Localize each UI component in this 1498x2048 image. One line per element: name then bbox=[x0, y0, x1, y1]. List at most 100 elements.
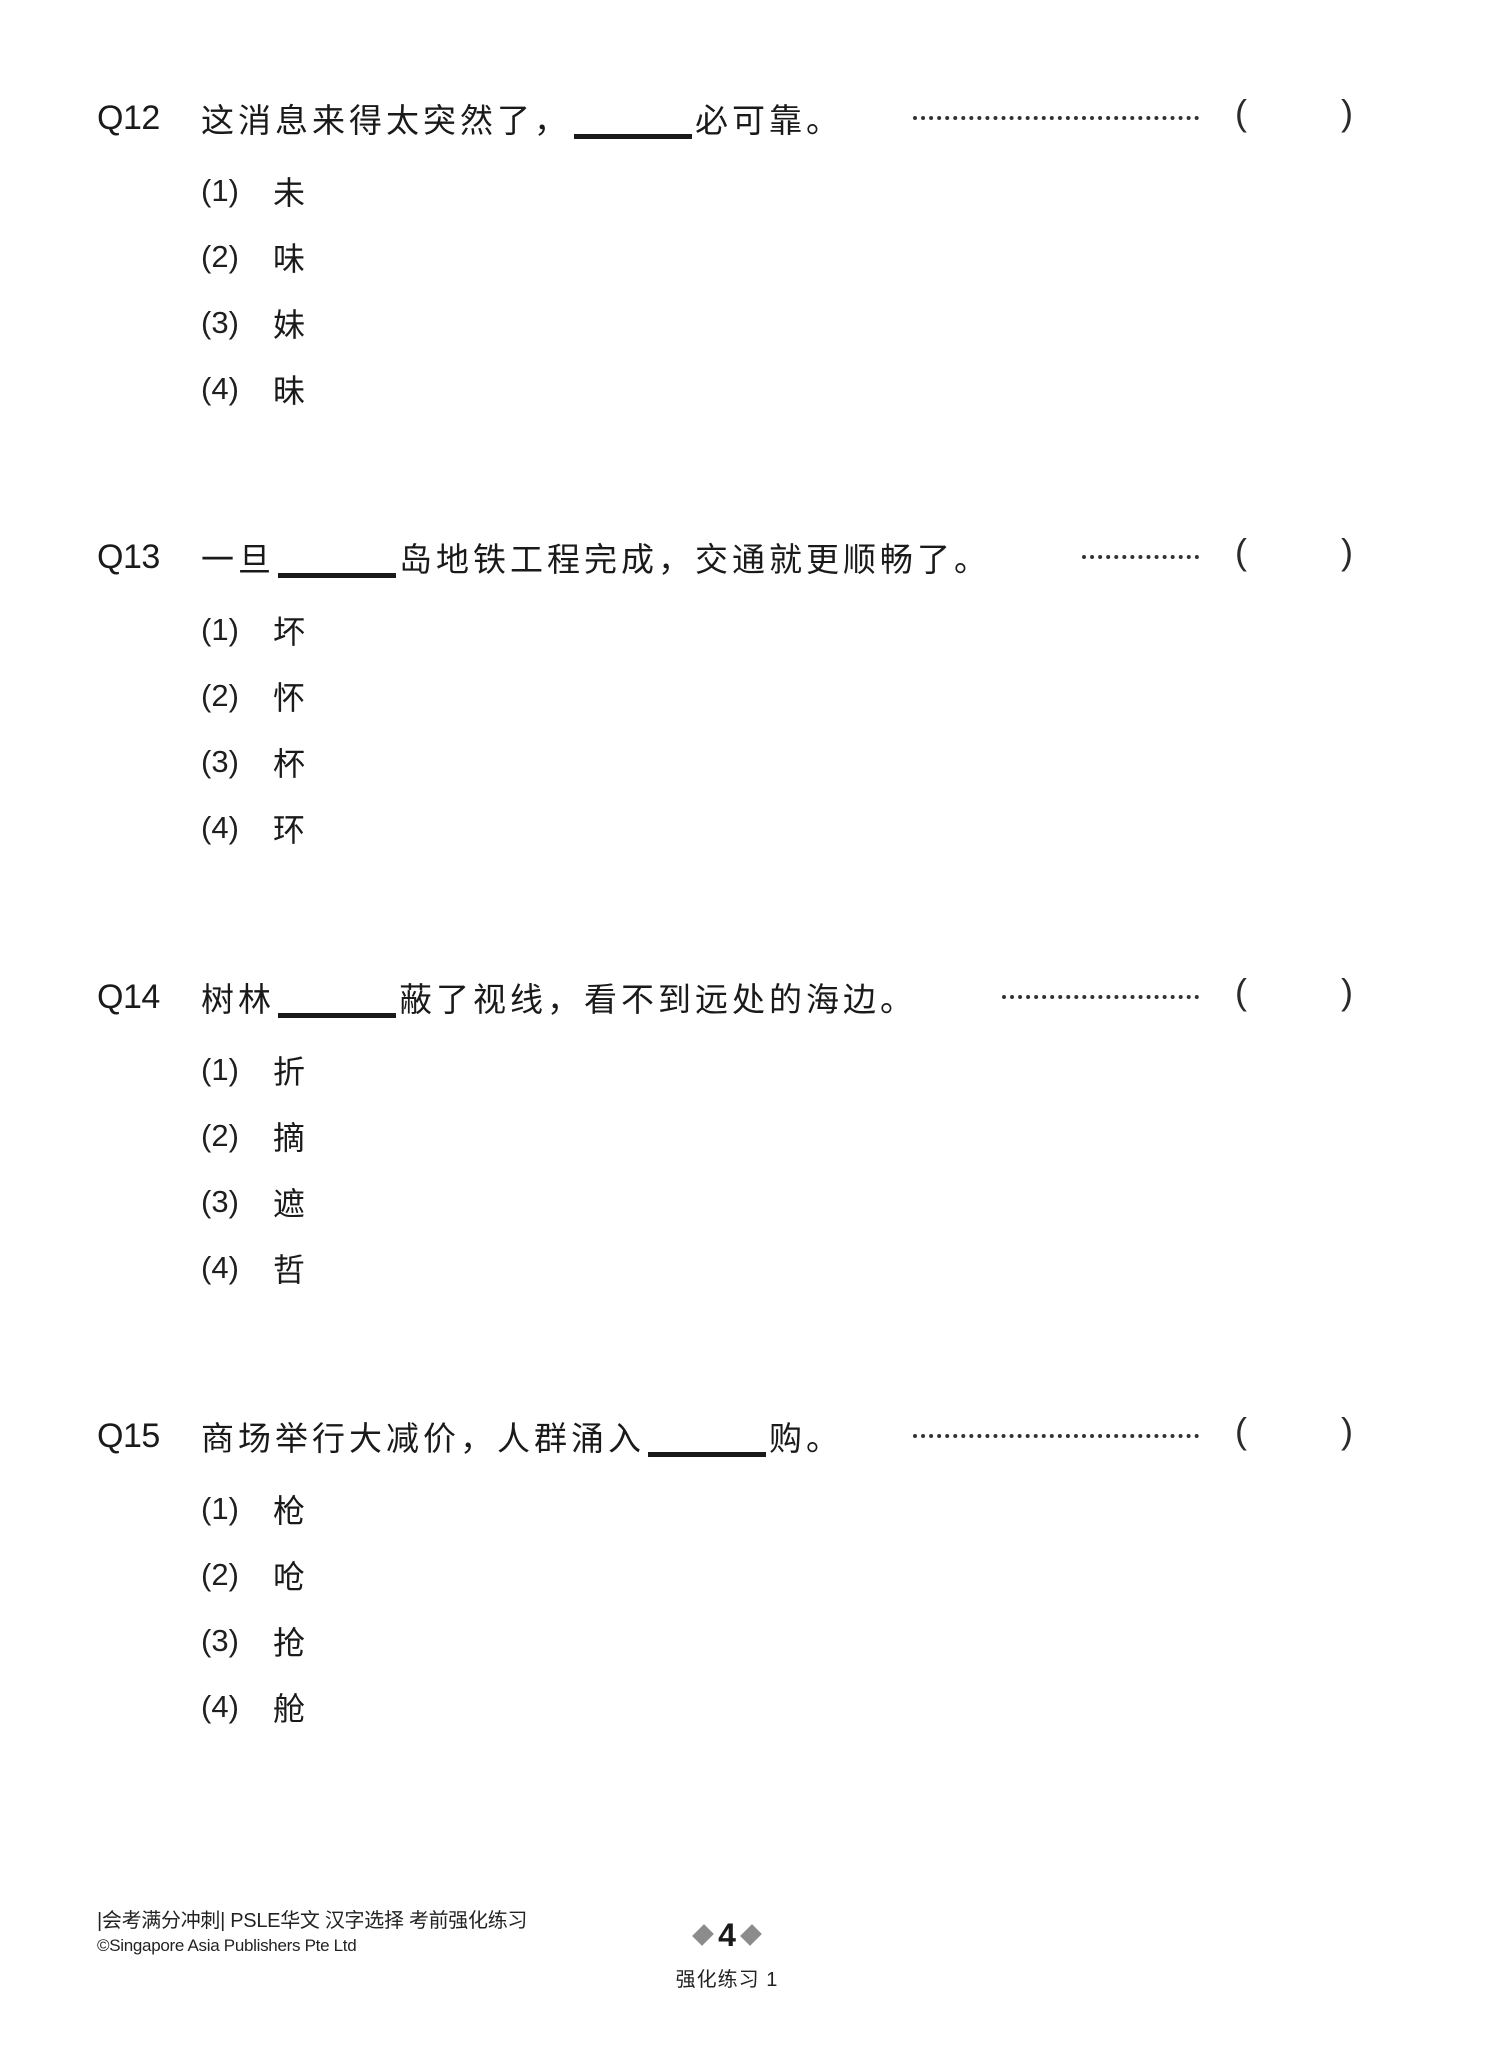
stem-text: 这消息来得太突然了， 必可靠。 bbox=[201, 94, 843, 142]
option-2[interactable]: (2) 味 bbox=[201, 224, 1367, 290]
option-number: (3) bbox=[201, 1623, 239, 1658]
stem-before-blank: 树林 bbox=[201, 980, 275, 1019]
diamond-icon bbox=[692, 1924, 714, 1946]
question-q12: Q12 这消息来得太突然了， 必可靠。 ( ) (1) 未 (2) 味 (3) … bbox=[97, 88, 1367, 422]
option-number: (2) bbox=[201, 239, 239, 274]
stem-after-blank: 购。 bbox=[769, 1419, 843, 1458]
option-character: 枪 bbox=[273, 1492, 306, 1530]
option-4[interactable]: (4) 哲 bbox=[201, 1235, 1367, 1301]
option-number: (1) bbox=[201, 173, 239, 208]
answer-box[interactable]: ( ) bbox=[1235, 1410, 1353, 1452]
option-2[interactable]: (2) 怀 bbox=[201, 663, 1367, 729]
question-q14: Q14 树林 蔽了视线，看不到远处的海边。 ( ) (1) 折 (2) 摘 (3… bbox=[97, 967, 1367, 1301]
question-number: Q14 bbox=[97, 977, 160, 1016]
option-character: 环 bbox=[273, 811, 306, 849]
option-3[interactable]: (3) 遮 bbox=[201, 1169, 1367, 1235]
option-4[interactable]: (4) 环 bbox=[201, 795, 1367, 861]
answer-paren-close: ) bbox=[1341, 531, 1353, 572]
fill-in-blank[interactable] bbox=[278, 977, 396, 1018]
options-list: (1) 未 (2) 味 (3) 妹 (4) 昧 bbox=[201, 158, 1367, 422]
series-title: |会考满分冲刺| PSLE华文 汉字选择 考前强化练习 bbox=[97, 1910, 528, 1932]
stem-before-blank: 商场举行大减价，人群涌入 bbox=[201, 1419, 645, 1458]
option-1[interactable]: (1) 枪 bbox=[201, 1476, 1367, 1542]
option-character: 坏 bbox=[273, 613, 306, 651]
option-1[interactable]: (1) 未 bbox=[201, 158, 1367, 224]
option-2[interactable]: (2) 呛 bbox=[201, 1542, 1367, 1608]
dotted-leader bbox=[913, 1434, 1199, 1438]
answer-paren-close: ) bbox=[1341, 1410, 1353, 1451]
option-number: (3) bbox=[201, 305, 239, 340]
answer-paren-open: ( bbox=[1235, 531, 1247, 572]
exercise-label: 强化练习 1 bbox=[675, 1969, 779, 1991]
question-number: Q12 bbox=[97, 98, 160, 137]
stem-text: 树林 蔽了视线，看不到远处的海边。 bbox=[201, 973, 917, 1021]
answer-paren-open: ( bbox=[1235, 1410, 1247, 1451]
option-4[interactable]: (4) 昧 bbox=[201, 356, 1367, 422]
dotted-leader bbox=[913, 116, 1199, 120]
fill-in-blank[interactable] bbox=[574, 98, 692, 139]
option-character: 摘 bbox=[273, 1119, 306, 1157]
option-number: (2) bbox=[201, 1118, 239, 1153]
dotted-leader bbox=[1082, 555, 1199, 559]
option-1[interactable]: (1) 坏 bbox=[201, 597, 1367, 663]
answer-paren-close: ) bbox=[1341, 92, 1353, 133]
fill-in-blank[interactable] bbox=[648, 1416, 766, 1457]
page-number: 4 bbox=[718, 1916, 736, 1953]
option-3[interactable]: (3) 杯 bbox=[201, 729, 1367, 795]
question-stem: Q15 商场举行大减价，人群涌入 购。 ( ) bbox=[97, 1406, 1367, 1466]
question-q13: Q13 一旦 岛地铁工程完成，交通就更顺畅了。 ( ) (1) 坏 (2) 怀 … bbox=[97, 527, 1367, 861]
option-number: (4) bbox=[201, 1689, 239, 1724]
options-list: (1) 折 (2) 摘 (3) 遮 (4) 哲 bbox=[201, 1037, 1367, 1301]
fill-in-blank[interactable] bbox=[278, 537, 396, 578]
option-number: (3) bbox=[201, 744, 239, 779]
question-stem: Q12 这消息来得太突然了， 必可靠。 ( ) bbox=[97, 88, 1367, 148]
option-3[interactable]: (3) 抢 bbox=[201, 1608, 1367, 1674]
option-number: (1) bbox=[201, 1491, 239, 1526]
answer-box[interactable]: ( ) bbox=[1235, 971, 1353, 1013]
stem-text: 商场举行大减价，人群涌入 购。 bbox=[201, 1412, 843, 1460]
question-number: Q13 bbox=[97, 537, 160, 576]
copyright-notice: ©Singapore Asia Publishers Pte Ltd bbox=[97, 1936, 357, 1955]
option-number: (4) bbox=[201, 1250, 239, 1285]
option-4[interactable]: (4) 舱 bbox=[201, 1674, 1367, 1740]
answer-paren-close: ) bbox=[1341, 971, 1353, 1012]
question-stem: Q13 一旦 岛地铁工程完成，交通就更顺畅了。 ( ) bbox=[97, 527, 1367, 587]
option-character: 遮 bbox=[273, 1185, 306, 1223]
option-character: 未 bbox=[273, 174, 306, 212]
stem-before-blank: 这消息来得太突然了， bbox=[201, 101, 571, 140]
footer-publisher-info: |会考满分冲刺| PSLE华文 汉字选择 考前强化练习 ©Singapore A… bbox=[97, 1908, 527, 1958]
stem-after-blank: 岛地铁工程完成，交通就更顺畅了。 bbox=[399, 540, 991, 579]
option-number: (3) bbox=[201, 1184, 239, 1219]
option-number: (4) bbox=[201, 810, 239, 845]
option-number: (4) bbox=[201, 371, 239, 406]
stem-after-blank: 必可靠。 bbox=[695, 101, 843, 140]
option-character: 呛 bbox=[273, 1558, 306, 1596]
option-character: 怀 bbox=[273, 679, 306, 717]
option-character: 舱 bbox=[273, 1690, 306, 1728]
option-character: 昧 bbox=[273, 372, 306, 410]
option-number: (1) bbox=[201, 612, 239, 647]
option-3[interactable]: (3) 妹 bbox=[201, 290, 1367, 356]
option-character: 妹 bbox=[273, 306, 306, 344]
stem-before-blank: 一旦 bbox=[201, 540, 275, 579]
option-character: 杯 bbox=[273, 745, 306, 783]
question-stem: Q14 树林 蔽了视线，看不到远处的海边。 ( ) bbox=[97, 967, 1367, 1027]
page-number-row: 4 bbox=[627, 1915, 827, 1955]
question-number: Q15 bbox=[97, 1416, 160, 1455]
option-character: 哲 bbox=[273, 1251, 306, 1289]
option-number: (2) bbox=[201, 1557, 239, 1592]
options-list: (1) 枪 (2) 呛 (3) 抢 (4) 舱 bbox=[201, 1476, 1367, 1740]
answer-paren-open: ( bbox=[1235, 92, 1247, 133]
answer-box[interactable]: ( ) bbox=[1235, 531, 1353, 573]
answer-box[interactable]: ( ) bbox=[1235, 92, 1353, 134]
option-2[interactable]: (2) 摘 bbox=[201, 1103, 1367, 1169]
stem-after-blank: 蔽了视线，看不到远处的海边。 bbox=[399, 980, 917, 1019]
option-character: 抢 bbox=[273, 1624, 306, 1662]
page-footer: 4 强化练习 1 bbox=[627, 1915, 827, 1992]
option-1[interactable]: (1) 折 bbox=[201, 1037, 1367, 1103]
option-character: 味 bbox=[273, 240, 306, 278]
stem-text: 一旦 岛地铁工程完成，交通就更顺畅了。 bbox=[201, 533, 991, 581]
diamond-icon bbox=[740, 1924, 762, 1946]
dotted-leader bbox=[1002, 995, 1199, 999]
options-list: (1) 坏 (2) 怀 (3) 杯 (4) 环 bbox=[201, 597, 1367, 861]
